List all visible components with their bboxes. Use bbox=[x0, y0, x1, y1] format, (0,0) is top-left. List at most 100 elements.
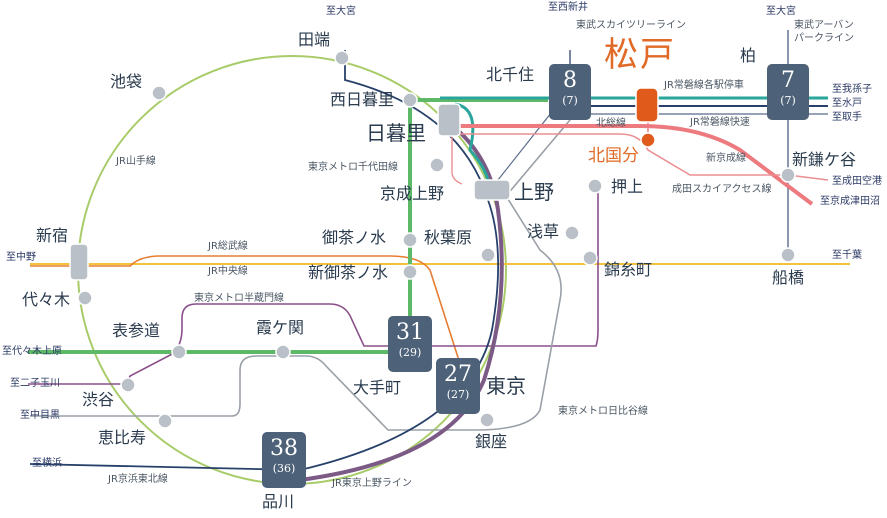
time-tokyo-main: 27 bbox=[444, 362, 472, 387]
station-label-nishinippori: 西日暮里 bbox=[330, 90, 395, 109]
hanzomon-line bbox=[28, 186, 599, 385]
line-label-keihin-tohoku: JR京浜東北線 bbox=[108, 474, 168, 485]
keihin-tohoku-line bbox=[29, 50, 500, 471]
dest-nakameguro: 至中目黒 bbox=[20, 410, 60, 421]
station-label-omotesando: 表参道 bbox=[112, 321, 161, 340]
line-label-urban-park-2: パークライン bbox=[794, 33, 854, 44]
station-dot-ikebukuro[interactable] bbox=[151, 85, 167, 101]
station-label-matsudo: 松戸 bbox=[604, 35, 676, 75]
line-label-hibiya: 東京メトロ日比谷線 bbox=[558, 406, 648, 417]
time-tokyo-sub: (27) bbox=[446, 388, 470, 401]
line-label-skytree: 東武スカイツリーライン bbox=[576, 20, 686, 31]
time-box-tokyo[interactable]: 27 (27) bbox=[436, 358, 480, 414]
station-label-asakusa: 浅草 bbox=[527, 222, 560, 241]
station-label-ginza: 銀座 bbox=[475, 432, 508, 451]
hibiya-line bbox=[30, 50, 571, 431]
station-dot-keisei-ueno[interactable] bbox=[429, 157, 445, 173]
dest-yokohama: 至横浜 bbox=[32, 458, 62, 469]
keisei-ueno-branch bbox=[451, 120, 463, 185]
dest-abiko: 至我孫子 bbox=[832, 84, 872, 95]
chuo-line bbox=[30, 255, 463, 371]
line-label-yamanote: JR山手線 bbox=[116, 156, 156, 167]
station-dot-kasumigaseki[interactable] bbox=[275, 344, 291, 360]
station-marker-matsudo[interactable] bbox=[635, 87, 659, 123]
station-label-kasumigaseki: 霞ケ関 bbox=[256, 318, 305, 337]
station-marker-ueno[interactable] bbox=[473, 179, 511, 201]
station-dot-akihabara[interactable] bbox=[480, 247, 496, 263]
station-label-shibuya: 渋谷 bbox=[82, 390, 115, 409]
dest-narita-airport: 至成田空港 bbox=[832, 176, 882, 187]
station-dot-nishinippori[interactable] bbox=[402, 92, 418, 108]
station-marker-nippori[interactable] bbox=[437, 103, 461, 137]
line-label-urban-park-1: 東武アーバン bbox=[794, 20, 854, 31]
line-label-sobu: JR総武線 bbox=[208, 241, 248, 252]
dest-yoyogi-uehara: 至代々木上原 bbox=[2, 346, 62, 357]
line-label-joban-rapid: JR常磐線快速 bbox=[690, 117, 750, 128]
time-kitasenju-sub: (7) bbox=[562, 94, 578, 107]
dest-nishiarai: 至西新井 bbox=[548, 2, 588, 13]
station-dot-shibuya[interactable] bbox=[120, 377, 136, 393]
station-label-ochanomizu: 御茶ノ水 bbox=[322, 228, 387, 247]
station-label-akihabara: 秋葉原 bbox=[424, 228, 473, 247]
station-label-shinagawa: 品川 bbox=[262, 492, 295, 511]
station-label-ueno: 上野 bbox=[514, 180, 554, 204]
dest-omiya-left: 至大宮 bbox=[326, 6, 356, 17]
station-dot-kitakokubun[interactable] bbox=[640, 132, 656, 148]
station-dot-tabata[interactable] bbox=[334, 50, 350, 66]
time-shinagawa-sub: (36) bbox=[272, 462, 296, 475]
station-dot-kinshicho[interactable] bbox=[582, 250, 598, 266]
time-shinagawa-main: 38 bbox=[270, 436, 298, 461]
station-label-tabata: 田端 bbox=[298, 30, 331, 49]
station-dot-shin-kamagaya[interactable] bbox=[780, 167, 796, 183]
station-dot-funabashi[interactable] bbox=[780, 247, 796, 263]
station-dot-oshiage[interactable] bbox=[587, 178, 603, 194]
line-label-hokuso: 北総線 bbox=[596, 118, 626, 129]
time-kashiwa-sub: (7) bbox=[780, 94, 796, 107]
line-label-shin-keisei: 新京成線 bbox=[706, 153, 746, 164]
station-label-ebisu: 恵比寿 bbox=[98, 428, 147, 447]
dest-nakano: 至中野 bbox=[6, 252, 36, 263]
station-label-kitakokubun: 北国分 bbox=[588, 146, 639, 166]
station-label-yoyogi: 代々木 bbox=[22, 290, 71, 309]
time-box-kitasenju[interactable]: 8 (7) bbox=[549, 64, 591, 120]
joban-local-branch bbox=[454, 102, 492, 191]
time-otemachi-sub: (29) bbox=[398, 346, 422, 359]
time-kashiwa-main: 7 bbox=[781, 68, 795, 93]
station-label-kinshicho: 錦糸町 bbox=[604, 260, 653, 279]
station-label-oshiage: 押上 bbox=[611, 177, 644, 196]
dest-chiba: 至千葉 bbox=[832, 250, 862, 261]
station-dot-yoyogi[interactable] bbox=[77, 290, 93, 306]
time-kitasenju-main: 8 bbox=[563, 68, 577, 93]
station-label-ikebukuro: 池袋 bbox=[110, 72, 143, 91]
station-label-kashiwa: 柏 bbox=[740, 46, 757, 65]
station-dot-ochanomizu[interactable] bbox=[402, 232, 418, 248]
line-label-chuo: JR中央線 bbox=[208, 266, 248, 277]
skytree-link bbox=[489, 107, 556, 191]
station-label-shinjuku: 新宿 bbox=[36, 226, 69, 245]
station-label-funabashi: 船橋 bbox=[772, 268, 805, 287]
time-box-kashiwa[interactable]: 7 (7) bbox=[767, 64, 809, 120]
station-dot-asakusa[interactable] bbox=[564, 225, 580, 241]
station-label-shin-kamagaya: 新鎌ケ谷 bbox=[792, 150, 857, 169]
station-label-shin-ochanomizu: 新御茶ノ水 bbox=[308, 263, 389, 282]
dest-toride: 至取手 bbox=[832, 112, 862, 123]
time-box-otemachi[interactable]: 31 (29) bbox=[388, 316, 432, 372]
dest-omiya-right: 至大宮 bbox=[766, 6, 796, 17]
dest-futakotamagawa: 至二子玉川 bbox=[10, 378, 60, 389]
line-label-joban-local: JR常磐線各駅停車 bbox=[664, 80, 744, 91]
station-label-otemachi: 大手町 bbox=[353, 378, 402, 397]
time-box-shinagawa[interactable]: 38 (36) bbox=[262, 432, 306, 488]
station-dot-ebisu[interactable] bbox=[157, 413, 173, 429]
station-label-tokyo: 東京 bbox=[486, 374, 526, 398]
station-marker-shinjuku[interactable] bbox=[69, 243, 89, 281]
station-dot-shin-ochanomizu[interactable] bbox=[402, 264, 418, 280]
station-dot-ginza[interactable] bbox=[479, 412, 495, 428]
station-label-nippori: 日暮里 bbox=[366, 121, 426, 145]
station-dot-omotesando[interactable] bbox=[171, 344, 187, 360]
line-label-narita-access: 成田スカイアクセス線 bbox=[672, 184, 772, 195]
time-otemachi-main: 31 bbox=[396, 320, 424, 345]
dest-mito: 至水戸 bbox=[832, 98, 862, 109]
dest-keisei-tsudanuma: 至京成津田沼 bbox=[820, 196, 880, 207]
